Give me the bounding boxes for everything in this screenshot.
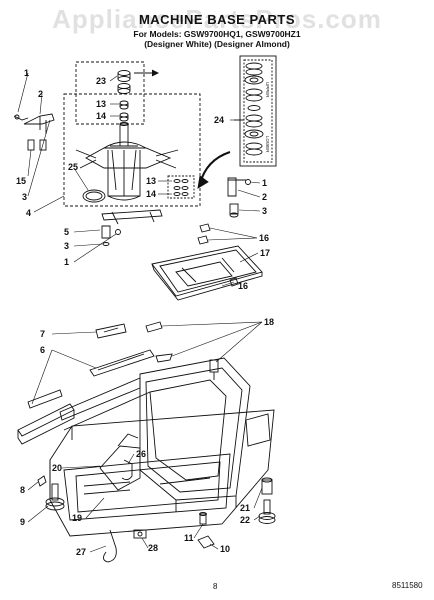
callout-14-side: 14 <box>146 189 156 199</box>
hardware-left-upper <box>13 113 55 151</box>
callout-16-frame: 16 <box>238 281 248 291</box>
callout-26: 26 <box>136 449 146 459</box>
callout-3-mid: 3 <box>64 241 69 251</box>
pins-16 <box>197 223 239 287</box>
callout-13: 13 <box>96 99 106 109</box>
bracket-10 <box>197 535 215 549</box>
transmission-assembly <box>75 122 179 201</box>
callout-27: 27 <box>76 547 86 557</box>
callout-19: 19 <box>72 513 82 523</box>
seal-13-upper <box>119 100 129 110</box>
leveling-foot-right <box>258 477 276 524</box>
callout-10: 10 <box>220 544 230 554</box>
seal-cluster-13-14 <box>167 175 195 199</box>
document-number: 8511580 <box>392 581 423 590</box>
hardware-right-upper <box>227 177 251 218</box>
leveling-foot-left <box>37 475 65 511</box>
diagram-title: MACHINE BASE PARTS <box>138 12 296 27</box>
hook-26 <box>121 459 133 481</box>
brace-6 <box>89 349 155 377</box>
callout-24: 24 <box>214 115 224 125</box>
callout-13-side: 13 <box>146 176 156 186</box>
machine-base-frame <box>17 357 275 537</box>
callout-2: 2 <box>38 89 43 99</box>
callout-18: 18 <box>264 317 274 327</box>
callout-25: 25 <box>68 162 78 172</box>
bolt-11 <box>199 512 207 525</box>
lower-kit-label: LOWER <box>265 136 270 153</box>
bracket-7 <box>95 323 127 339</box>
bushing-14-upper <box>119 112 129 122</box>
callout-1-mid: 1 <box>64 257 69 267</box>
callout-numbers: 1 2 15 3 4 25 23 13 14 24 13 14 1 2 3 5 … <box>16 68 274 557</box>
seal-23 <box>117 70 131 94</box>
callout-17: 17 <box>260 248 270 258</box>
callout-20: 20 <box>52 463 62 473</box>
top-frame-17 <box>151 245 263 301</box>
callout-4: 4 <box>26 208 31 218</box>
callout-2-right: 2 <box>262 192 267 202</box>
ring-25 <box>82 189 106 203</box>
callout-3: 3 <box>22 192 27 202</box>
callout-7: 7 <box>40 329 45 339</box>
spring-27 <box>103 529 117 563</box>
callout-16: 16 <box>259 233 269 243</box>
callout-23: 23 <box>96 76 106 86</box>
callout-11: 11 <box>184 533 194 543</box>
callout-8: 8 <box>20 485 25 495</box>
transmission-group-outline <box>63 93 201 207</box>
clips-18 <box>145 321 219 380</box>
callout-1: 1 <box>24 68 29 78</box>
callout-6: 6 <box>40 345 45 355</box>
page-number: 8 <box>213 582 218 591</box>
callout-22: 22 <box>240 515 250 525</box>
model-list: For Models: GSW9700HQ1, GSW9700HZ1 <box>133 29 301 39</box>
model-finishes: (Designer White) (Designer Almond) <box>144 39 290 49</box>
callout-5: 5 <box>64 227 69 237</box>
callout-15: 15 <box>16 176 26 186</box>
seal-kit-outline <box>75 61 145 125</box>
clip-28 <box>133 529 147 539</box>
callout-1-right: 1 <box>262 178 267 188</box>
callout-28: 28 <box>148 543 158 553</box>
upper-kit-label: UPPER <box>265 82 270 98</box>
bearing-kit-24 <box>234 55 277 167</box>
callout-3-right: 3 <box>262 206 267 216</box>
callout-21: 21 <box>240 503 250 513</box>
callout-14: 14 <box>96 111 106 121</box>
hardware-left-mid <box>101 225 121 246</box>
callout-9: 9 <box>20 517 25 527</box>
